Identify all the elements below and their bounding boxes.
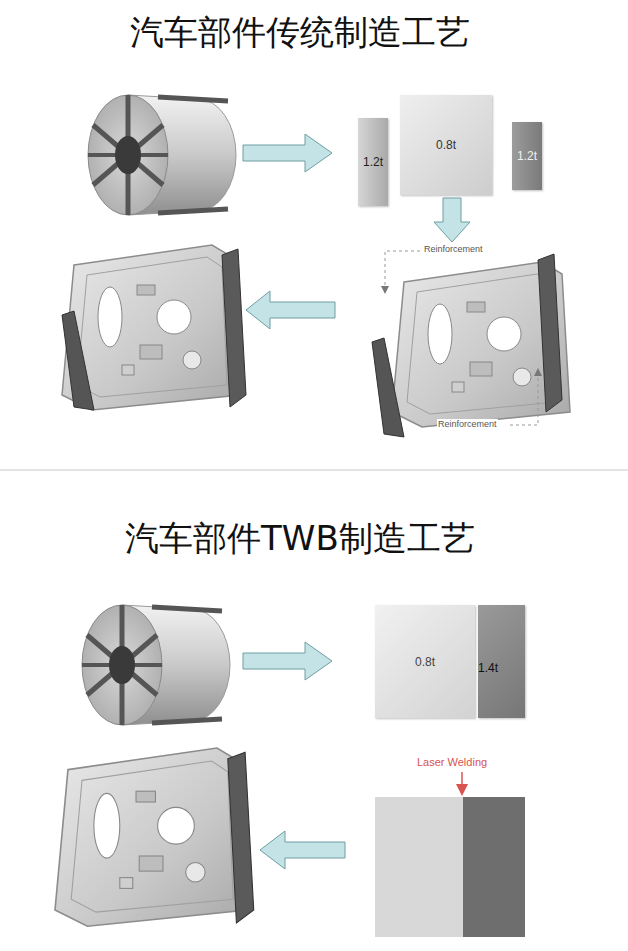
- callout-label: Reinforcement: [423, 244, 484, 254]
- callout-label: Reinforcement: [437, 419, 498, 429]
- steel-sheet: 0.8t: [400, 95, 492, 195]
- thickness-label: 1.2t: [363, 155, 383, 169]
- steel-sheet: 1.2t: [512, 122, 542, 190]
- steel-sheet: 1.2t: [358, 118, 388, 206]
- thickness-label: 0.8t: [415, 655, 435, 669]
- thickness-label: 1.2t: [517, 149, 537, 163]
- steel-sheet: 1.4t: [478, 605, 525, 718]
- main-title: 汽车部件传统制造工艺: [130, 10, 470, 56]
- process-label: Laser Welding: [416, 756, 488, 768]
- thickness-label: 0.8t: [436, 138, 456, 152]
- steel-sheet: 0.8t: [375, 605, 475, 718]
- section-title: 汽车部件TWB制造工艺: [124, 516, 476, 562]
- thickness-label: 1.4t: [478, 661, 498, 675]
